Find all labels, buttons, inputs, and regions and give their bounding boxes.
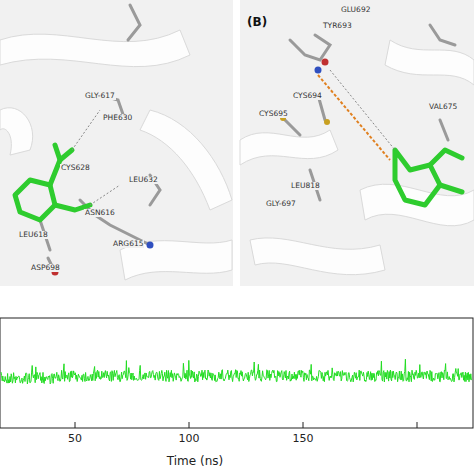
residue-label: GLY-617 bbox=[84, 92, 116, 100]
residue-label: ARG615 bbox=[112, 240, 144, 248]
data-line bbox=[1, 359, 471, 384]
residue-label: CYS695 bbox=[258, 110, 289, 118]
residue-label: GLU692 bbox=[340, 6, 371, 14]
residue-label: ASN616 bbox=[84, 209, 116, 217]
residue-label: LEU632 bbox=[128, 176, 159, 184]
residue-label: TYR693 bbox=[322, 22, 353, 30]
residue-label: ASP698 bbox=[30, 264, 61, 272]
residue-label: LEU618 bbox=[18, 231, 49, 239]
axis-tick-label: 100 bbox=[178, 433, 201, 445]
axis-tick-label: 150 bbox=[292, 433, 315, 445]
axis-title: Time (ns) bbox=[166, 455, 224, 468]
residue-label: PHE630 bbox=[102, 114, 133, 122]
residue-label: CYS694 bbox=[292, 92, 323, 100]
residue-label: GLY-697 bbox=[265, 200, 297, 208]
residue-label: CYS628 bbox=[60, 164, 91, 172]
residue-label: VAL675 bbox=[428, 103, 458, 111]
residue-label: LEU818 bbox=[290, 182, 321, 190]
panel-letter: (B) bbox=[246, 16, 268, 29]
axis-tick-label: 50 bbox=[67, 433, 83, 445]
